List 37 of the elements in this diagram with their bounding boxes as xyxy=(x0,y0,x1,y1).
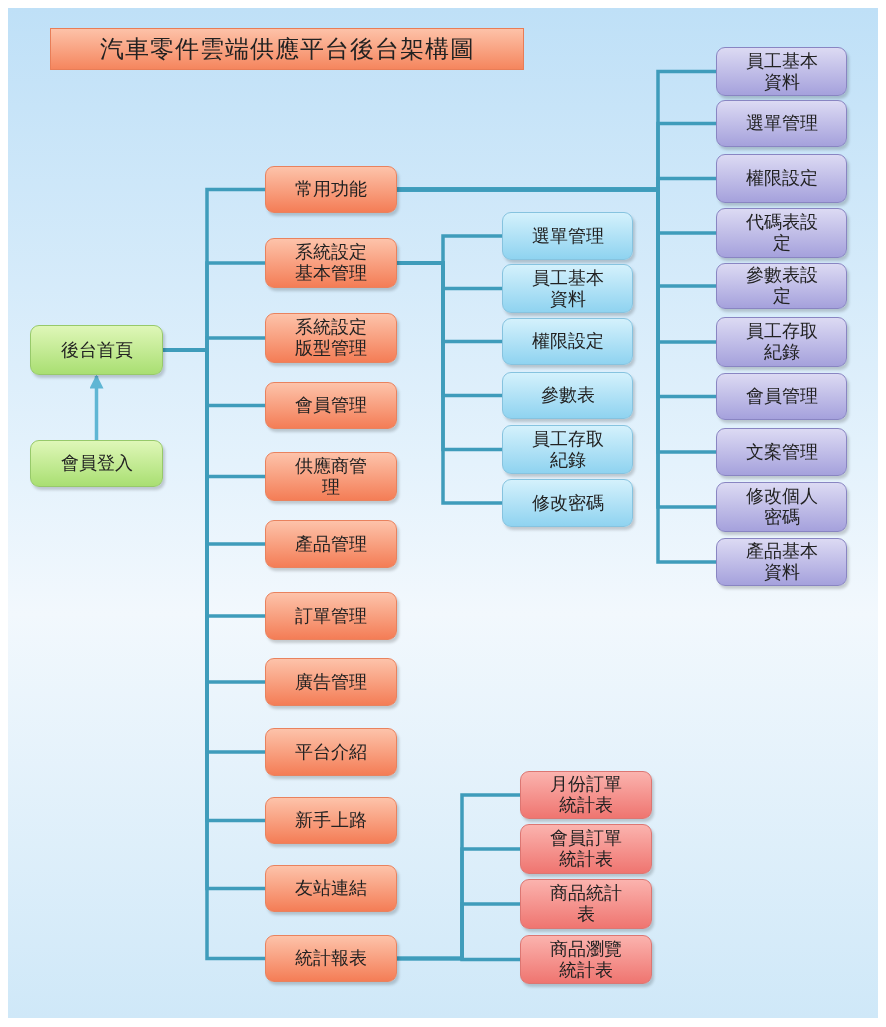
function-box: 選單管理 xyxy=(716,100,847,147)
function-box: 參數表設定 xyxy=(716,263,847,309)
function-box: 員工基本資料 xyxy=(716,47,847,96)
report-box: 月份訂單統計表 xyxy=(520,771,652,819)
submenu-box: 權限設定 xyxy=(502,318,633,365)
submenu-box: 選單管理 xyxy=(502,212,633,260)
function-box: 權限設定 xyxy=(716,154,847,203)
module-box: 系統設定基本管理 xyxy=(265,238,397,288)
connector-line xyxy=(397,956,520,962)
submenu-box: 參數表 xyxy=(502,372,633,419)
module-box: 產品管理 xyxy=(265,520,397,568)
function-box: 文案管理 xyxy=(716,428,847,476)
module-box: 常用功能 xyxy=(265,166,397,213)
report-box: 商品統計表 xyxy=(520,879,652,929)
page-box: 後台首頁 xyxy=(30,325,163,375)
module-box: 友站連結 xyxy=(265,865,397,912)
module-box: 供應商管理 xyxy=(265,452,397,501)
submenu-box: 員工基本資料 xyxy=(502,264,633,313)
module-box: 會員管理 xyxy=(265,382,397,429)
submenu-box: 修改密碼 xyxy=(502,479,633,527)
submenu-box: 員工存取紀錄 xyxy=(502,425,633,474)
arrow xyxy=(89,374,104,440)
title-box: 汽車零件雲端供應平台後台架構圖 xyxy=(50,28,524,70)
report-box: 商品瀏覽統計表 xyxy=(520,935,652,984)
page-box: 會員登入 xyxy=(30,440,163,487)
module-box: 平台介紹 xyxy=(265,728,397,776)
function-box: 員工存取紀錄 xyxy=(716,317,847,367)
function-box: 產品基本資料 xyxy=(716,538,847,586)
function-box: 代碼表設定 xyxy=(716,208,847,258)
module-box: 統計報表 xyxy=(265,935,397,982)
module-box: 新手上路 xyxy=(265,797,397,844)
report-box: 會員訂單統計表 xyxy=(520,824,652,874)
function-box: 會員管理 xyxy=(716,373,847,420)
module-box: 廣告管理 xyxy=(265,658,397,706)
module-box: 訂單管理 xyxy=(265,592,397,640)
module-box: 系統設定版型管理 xyxy=(265,313,397,363)
function-box: 修改個人密碼 xyxy=(716,482,847,532)
